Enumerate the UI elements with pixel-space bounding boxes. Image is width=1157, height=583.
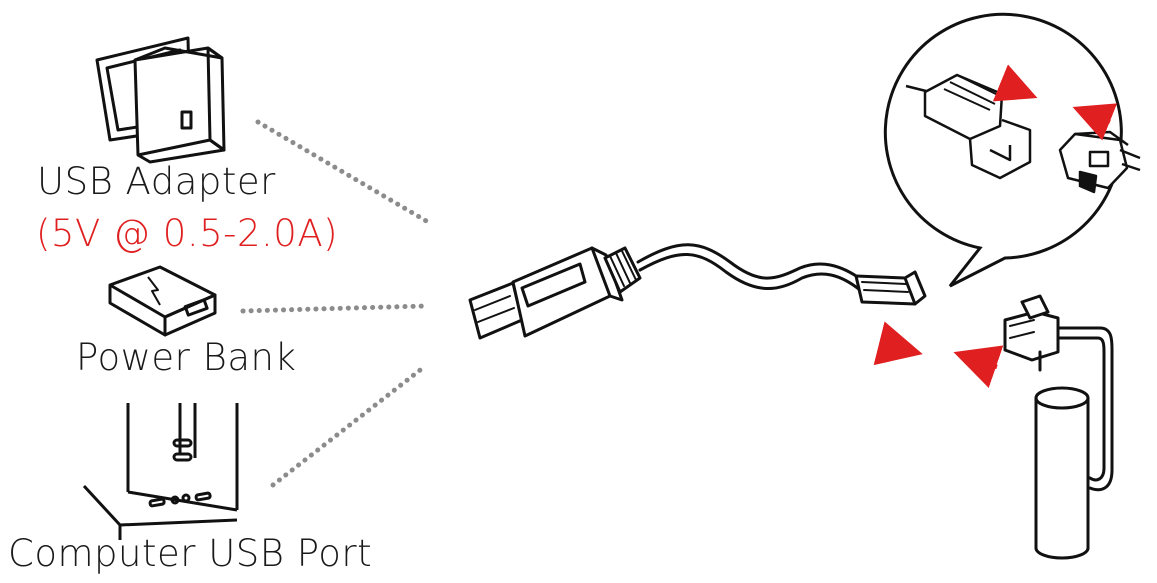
dots-powerbank-to-cable [243,306,425,311]
power-bank-icon [110,267,215,335]
usb-adapter-label: USB Adapter [37,160,276,203]
dots-adapter-to-cable [258,122,428,222]
arrow-left-icon [962,355,997,367]
adapter-spec-label: (5V @ 0.5-2.0A) [36,212,338,255]
battery-icon [1005,296,1112,558]
dots-computer-to-cable [273,367,424,485]
arrow-right-icon [882,344,914,352]
computer-port-label: Computer USB Port [8,532,372,575]
computer-icon [84,403,237,540]
power-bank-label: Power Bank [76,336,296,379]
usb-adapter-icon [97,38,224,162]
zoom-callout [885,14,1140,286]
usb-charging-cable [470,245,925,338]
